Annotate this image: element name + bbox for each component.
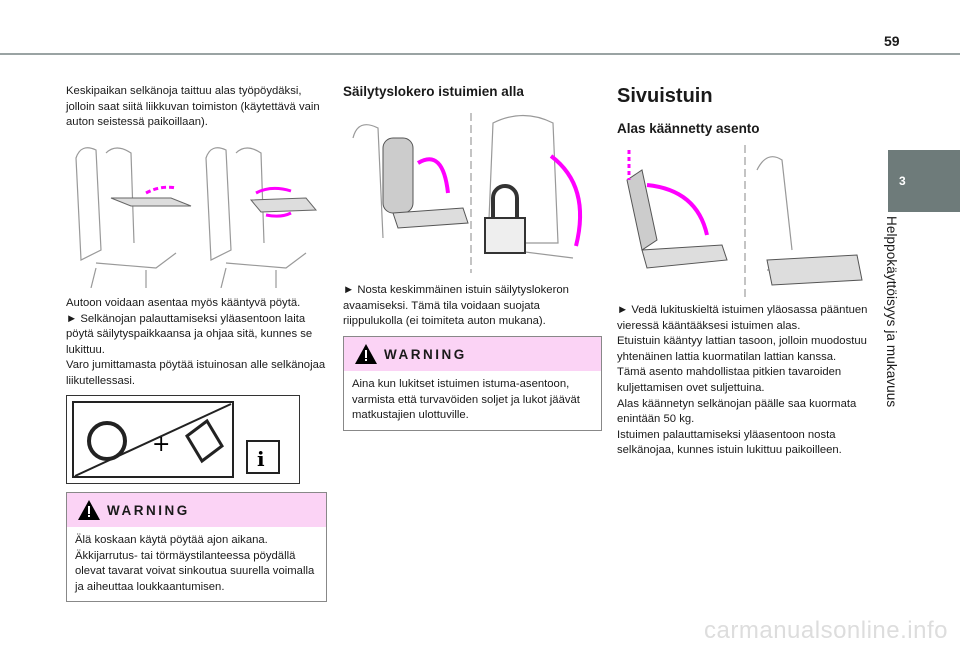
section-subtitle: Alas käännetty asento bbox=[617, 121, 760, 136]
col1-body: Autoon voidaan asentaa myös kääntyvä pöy… bbox=[66, 296, 328, 390]
header-rule bbox=[0, 53, 960, 55]
prohibition-icon-box: + i bbox=[66, 395, 300, 484]
watermark: carmanualsonline.info bbox=[704, 617, 948, 644]
storage-instruction: ► Nosta keskimmäinen istuin säilytysloke… bbox=[343, 284, 569, 328]
folding-seat-illustration bbox=[626, 145, 863, 300]
section-heading: Säilytyslokero istuimien alla bbox=[343, 84, 524, 99]
warning-title: WARNING bbox=[384, 347, 467, 362]
svg-text:+: + bbox=[152, 432, 170, 457]
warning-icon bbox=[355, 344, 377, 364]
paragraph: Autoon voidaan asentaa myös kääntyvä pöy… bbox=[66, 297, 301, 309]
section-title: Sivuistuin bbox=[617, 85, 713, 107]
paragraph: Etuistuin kääntyy lattian tasoon, jolloi… bbox=[617, 335, 867, 363]
storage-compartment-illustration bbox=[352, 113, 583, 273]
paragraph: Istuimen palauttamiseksi yläasentoon nos… bbox=[617, 428, 842, 457]
chapter-tab[interactable]: 3 bbox=[888, 150, 960, 212]
intro-text: Keskipaikan selkänoja taittuu alas työpö… bbox=[66, 85, 320, 129]
warning-box: WARNING Älä koskaan käytä pöytää ajon ai… bbox=[66, 492, 327, 603]
chapter-title: Helppokäyttöisyys ja mukavuus bbox=[884, 216, 899, 408]
no-steering-table-icon: + i bbox=[72, 401, 280, 478]
paragraph: Alas käännetyn selkänojan päälle saa kuo… bbox=[617, 397, 857, 426]
warning-text: Älä koskaan käytä pöytää ajon aikana. Äk… bbox=[75, 534, 315, 593]
warning-text: Aina kun lukitset istuimen istuma-asento… bbox=[352, 378, 580, 422]
warning-icon bbox=[78, 500, 100, 520]
warning-box: WARNING Aina kun lukitset istuimen istum… bbox=[343, 336, 602, 431]
col3-body: ► Vedä lukituskieltä istuimen yläosassa … bbox=[617, 303, 882, 459]
page-number: 59 bbox=[884, 33, 900, 49]
table-seat-illustration bbox=[75, 147, 318, 288]
instruction: ► Selkänojan palauttamiseksi yläasentoon… bbox=[66, 312, 313, 356]
chapter-number: 3 bbox=[899, 174, 906, 188]
instruction: ► Vedä lukituskieltä istuimen yläosassa … bbox=[617, 304, 868, 332]
paragraph: Varo jumittamasta pöytää istuinosan alle… bbox=[66, 359, 326, 387]
paragraph: Tämä asento mahdollistaa pitkien tavaroi… bbox=[617, 366, 842, 394]
warning-title: WARNING bbox=[107, 503, 190, 518]
svg-text:i: i bbox=[257, 447, 265, 471]
